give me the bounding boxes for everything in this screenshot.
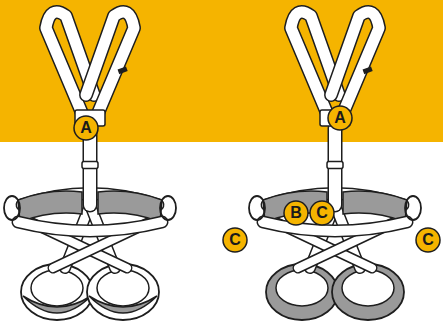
harness-straps	[4, 12, 421, 320]
callout-letter: C	[416, 228, 440, 252]
callout-circles	[74, 106, 440, 252]
callout-letter: A	[328, 106, 352, 130]
callout-letter: C	[310, 201, 334, 225]
callout-letter: B	[284, 201, 308, 225]
callout-letter: C	[223, 228, 247, 252]
yellow-band	[0, 0, 443, 142]
callout-letter: A	[74, 116, 98, 140]
